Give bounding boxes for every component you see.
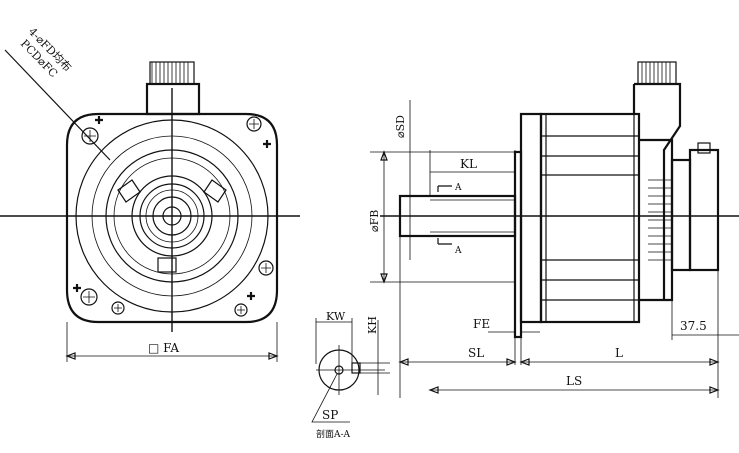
side-body bbox=[539, 112, 641, 324]
sl-label: SL bbox=[468, 346, 484, 360]
kl-label: KL bbox=[460, 157, 477, 171]
section-view: KW KH SP 剖面A-A bbox=[311, 310, 390, 440]
section-caption: 剖面A-A bbox=[316, 428, 351, 440]
front-view: 4-⌀FD均布 PCD⌀FC □ FA bbox=[0, 25, 300, 362]
fb-label: ⌀FB bbox=[368, 210, 381, 232]
sp-label: SP bbox=[322, 408, 338, 422]
l-label: L bbox=[615, 346, 623, 360]
square-fa-label: □ FA bbox=[148, 341, 179, 355]
mounting-holes bbox=[73, 116, 274, 317]
section-mark-a-top: A bbox=[454, 183, 462, 193]
rear-length-value: 37.5 bbox=[680, 319, 707, 333]
kh-label: KH bbox=[366, 316, 379, 334]
section-mark-a-bottom: A bbox=[454, 246, 462, 256]
kw-label: KW bbox=[326, 310, 346, 323]
motor-flange-square bbox=[65, 112, 279, 324]
side-view: ⌀SD ⌀FB KL A A FE SL L 37.5 LS bbox=[368, 61, 739, 398]
connector bbox=[145, 61, 201, 116]
ls-label: LS bbox=[566, 374, 582, 388]
hole-leader-line bbox=[4, 49, 111, 161]
sd-label: ⌀SD bbox=[394, 115, 407, 138]
fe-label: FE bbox=[473, 317, 490, 331]
